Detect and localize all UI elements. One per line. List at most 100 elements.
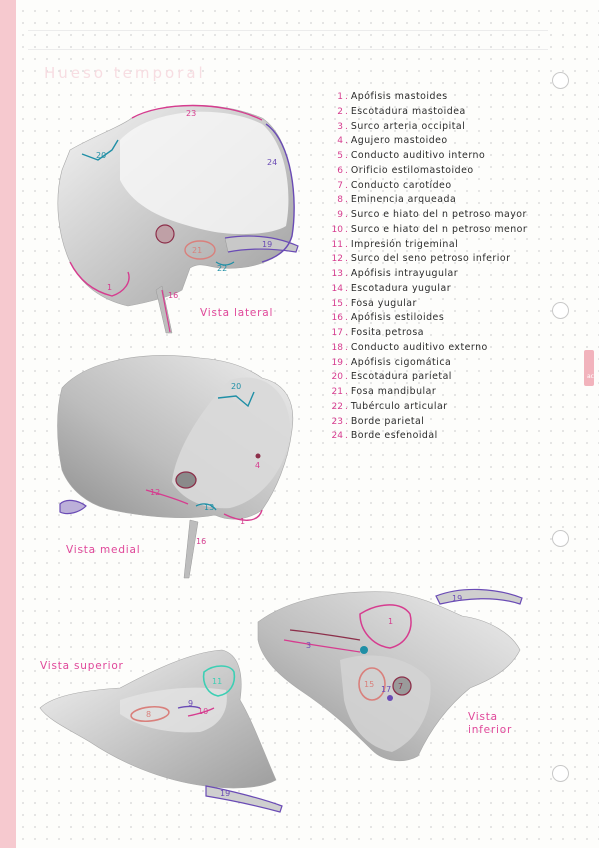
legend-text: Conducto carotídeo xyxy=(350,179,452,191)
legend-item: 22.Tubérculo articular xyxy=(326,401,562,416)
legend-text: Fosita petrosa xyxy=(350,327,424,338)
legend-item: 23.Borde parietal xyxy=(326,416,562,431)
legend-text: Borde esfenoidal xyxy=(350,430,438,442)
label-7: 7 xyxy=(398,682,403,691)
legend-dot: . xyxy=(345,239,348,250)
legend-dot: . xyxy=(345,195,348,206)
legend-number: 7 xyxy=(337,180,343,191)
legend-dot: . xyxy=(345,165,348,176)
zygomatic-19-outline xyxy=(224,235,299,253)
legend-dot: . xyxy=(345,224,348,235)
legend-number: 19 xyxy=(331,357,343,368)
legend-text: Borde parietal xyxy=(350,415,425,427)
impression-11 xyxy=(202,665,236,697)
legend-number: 4 xyxy=(337,136,343,147)
legend-dot: . xyxy=(345,401,348,412)
legend-item: 9.Surco e hiato del n petroso mayor xyxy=(326,209,562,224)
canal-5 xyxy=(175,471,197,489)
legend-text: Surco e hiato del n petroso menor xyxy=(350,223,528,235)
legend-dot: . xyxy=(345,210,348,220)
legend-number: 3 xyxy=(337,121,343,132)
label-11: 11 xyxy=(212,677,222,686)
groove-3-upper xyxy=(289,629,361,641)
legend-item: 12.Surco del seno petroso inferior xyxy=(326,253,562,268)
legend-dot: . xyxy=(345,283,348,294)
legend-number: 12 xyxy=(331,254,343,265)
legend-item: 6.Orificio estilomastoideo xyxy=(326,165,562,180)
legend-item: 13.Apófisis intrayugular xyxy=(326,268,562,283)
binder-ring-hole xyxy=(552,530,569,547)
page-title: Hueso temporal xyxy=(44,64,206,82)
foramen-6 xyxy=(360,646,368,654)
eminence-8 xyxy=(130,705,170,723)
legend-dot: . xyxy=(345,298,348,309)
legend-item: 3.Surco arteria occipital xyxy=(326,121,562,136)
view-label-lateral: Vista lateral xyxy=(200,307,273,319)
legend-number: 11 xyxy=(331,239,343,250)
legend-item: 7.Conducto carotídeo xyxy=(326,180,562,195)
legend-text: Agujero mastoideo xyxy=(350,135,448,147)
legend-dot: . xyxy=(345,121,348,132)
legend-number: 23 xyxy=(331,416,343,427)
legend-number: 13 xyxy=(331,269,343,279)
header-band xyxy=(28,30,548,50)
groove-3 xyxy=(283,639,361,653)
legend-dot: . xyxy=(345,269,348,279)
legend-item: 18.Conducto auditivo externo xyxy=(326,342,562,357)
label-24: 24 xyxy=(267,158,277,167)
fossa-21 xyxy=(184,240,216,260)
legend-number: 9 xyxy=(337,210,343,220)
label-19: 19 xyxy=(452,594,462,603)
border-23 xyxy=(131,104,263,121)
legend-dot: . xyxy=(345,136,348,147)
label-16: 16 xyxy=(196,537,206,546)
label-8: 8 xyxy=(146,710,151,719)
legend-dot: . xyxy=(345,342,348,353)
foramen-4 xyxy=(255,453,261,459)
sulcus-9 xyxy=(177,705,201,709)
notch-20-medial xyxy=(217,391,255,408)
notch-20 xyxy=(81,139,119,161)
legend-item: 2.Escotadura mastoidea xyxy=(326,106,562,121)
legend-text: Escotadura parietal xyxy=(350,371,452,383)
binder-ring-hole xyxy=(552,302,569,319)
binder-ring-hole xyxy=(552,72,569,89)
legend-dot: . xyxy=(345,92,348,102)
legend-text: Conducto auditivo interno xyxy=(350,150,486,161)
label-9: 9 xyxy=(188,699,193,708)
legend-number: 8 xyxy=(337,195,343,206)
legend-text: Apófisis mastoides xyxy=(350,91,448,102)
legend-dot: . xyxy=(345,180,348,191)
legend-dot: . xyxy=(345,254,348,265)
label-23: 23 xyxy=(186,109,196,118)
label-12: 12 xyxy=(150,488,160,497)
styloid-16-outline xyxy=(161,289,171,333)
zygomatic-19-superior xyxy=(205,785,283,813)
label-22: 22 xyxy=(217,264,227,273)
legend-number: 6 xyxy=(337,165,343,176)
legend-number: 24 xyxy=(331,431,343,442)
brand-tab-text: ac xyxy=(587,373,594,380)
bone-lateral-squama xyxy=(120,111,289,235)
binder-ring-hole xyxy=(552,765,569,782)
brand-tab xyxy=(584,350,594,386)
legend-text: Surco e hiato del n petroso mayor xyxy=(350,209,527,220)
sulcus-10 xyxy=(187,707,215,717)
lateral-view: 23 20 24 19 21 22 16 1 Vista lateral xyxy=(57,104,299,334)
legend-item: 16.Apófisis estiloides xyxy=(326,312,562,327)
legend-number: 20 xyxy=(331,372,343,383)
view-label-medial: Vista medial xyxy=(66,544,140,556)
legend-item: 14.Escotadura yugular xyxy=(326,283,562,298)
view-label-inferior-line2: inferior xyxy=(468,724,512,736)
view-label-inferior-line1: Vista xyxy=(468,711,498,723)
label-13: 13 xyxy=(204,503,214,512)
medial-view: 20 4 13 12 16 1 Vista medial xyxy=(57,355,294,579)
legend-dot: . xyxy=(345,431,348,442)
legend-number: 1 xyxy=(337,92,343,102)
label-10: 10 xyxy=(198,707,208,716)
canal-7 xyxy=(392,676,412,696)
legend-item: 20.Escotadura parietal xyxy=(326,371,562,386)
page-margin-strip xyxy=(0,0,16,848)
